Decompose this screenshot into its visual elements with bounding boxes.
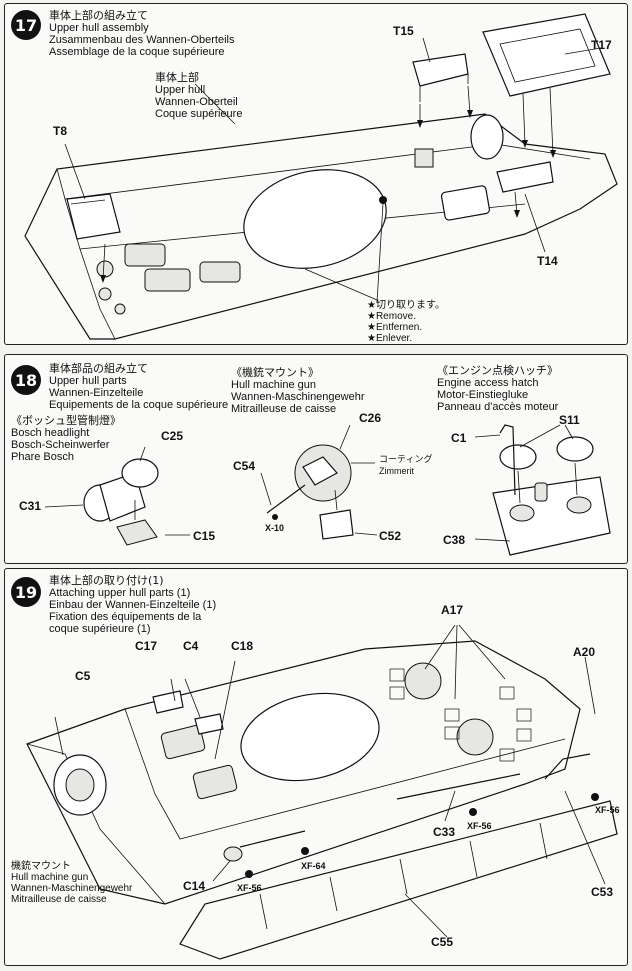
step-19-number: 19 (11, 577, 41, 607)
step-17-number: 17 (11, 10, 41, 40)
bosch-title-jp: 《ボッシュ型管制燈》 (11, 414, 121, 427)
bosch-title-de: Bosch-Scheinwerfer (11, 439, 110, 451)
step-18-panel: 18 車体部品の組み立て Upper hull parts Wannen-Ein… (4, 354, 628, 564)
step-17-title-fr: Assemblage de la coque supérieure (49, 46, 225, 58)
paint-xf56-c: XF-56 (595, 805, 620, 815)
paint-xf64: XF-64 (301, 861, 326, 871)
part-c5: C5 (75, 669, 91, 683)
hatch-title-jp: 《エンジン点検ハッチ》 (437, 364, 558, 377)
mg-title-de: Wannen-Maschinengewehr (231, 391, 365, 403)
step-19-title-de: Einbau der Wannen-Einzelteile (1) (49, 599, 217, 611)
part-c55: C55 (431, 935, 454, 949)
hull-label-jp: 車体上部 (155, 71, 199, 84)
part-c26: C26 (359, 411, 382, 425)
hull-mg-en: Hull machine gun (11, 872, 89, 883)
step-19-title-fr1: Fixation des équipements de la (49, 611, 202, 623)
mg-title: 《機銃マウント》 Hull machine gun Wannen-Maschin… (231, 366, 365, 416)
part-t14: T14 (537, 254, 558, 268)
step-17-title-en: Upper hull assembly (49, 22, 149, 34)
mg-title-en: Hull machine gun (231, 379, 316, 391)
step-18-title: 車体部品の組み立て Upper hull parts Wannen-Einzel… (49, 362, 229, 412)
step-18-number: 18 (11, 365, 41, 395)
paint-xf56-a: XF-56 (237, 883, 262, 893)
step-17-title-de: Zusammenbau des Wannen-Oberteils (49, 34, 235, 46)
part-c15: C15 (193, 529, 216, 543)
step-18-title-en: Upper hull parts (49, 375, 127, 387)
step-18-title-de: Wannen-Einzelteile (49, 387, 144, 399)
upper-hull-drawing (24, 13, 618, 340)
hatch-title-en: Engine access hatch (437, 377, 539, 389)
step-19-drawing (26, 624, 618, 960)
bosch-title-en: Bosch headlight (11, 427, 90, 439)
hatch-title-de: Motor-Einstiegluke (437, 389, 529, 401)
step-18-drawing (44, 424, 611, 556)
part-c52: C52 (379, 529, 402, 543)
remove-note: ★切り取ります。 ★Remove. ★Entfernen. ★Enlever. (367, 300, 445, 344)
zimmerit-label: コーティング Zimmerit (379, 455, 432, 477)
bosch-title-fr: Phare Bosch (11, 451, 74, 463)
remove-note-de: ★Entfernen. (367, 322, 423, 333)
part-c4: C4 (183, 639, 199, 653)
hull-mg-jp: 機銃マウント (11, 861, 71, 872)
remove-note-jp: ★切り取ります。 (367, 300, 445, 311)
hull-label: 車体上部 Upper hull Wannen-Oberteil Coque su… (155, 71, 243, 121)
hull-label-de: Wannen-Oberteil (155, 96, 238, 108)
mg-title-fr: Mitrailleuse de caisse (231, 403, 337, 415)
part-c33: C33 (433, 825, 456, 839)
hull-mg-label: 機銃マウント Hull machine gun Wannen-Maschinen… (11, 861, 132, 905)
part-t8: T8 (53, 124, 68, 138)
step-19-title-en: Attaching upper hull parts (1) (49, 587, 191, 599)
part-c18: C18 (231, 639, 254, 653)
zimmerit-jp: コーティング (379, 455, 433, 465)
part-c1: C1 (451, 431, 467, 445)
hull-mg-fr: Mitrailleuse de caisse (11, 894, 107, 905)
paint-xf56-b: XF-56 (467, 821, 492, 831)
step-19-panel: 19 車体上部の取り付け(1) Attaching upper hull par… (4, 568, 628, 966)
part-c38: C38 (443, 533, 466, 547)
remove-note-fr: ★Enlever. (367, 333, 413, 344)
remove-note-en: ★Remove. (367, 311, 416, 322)
mg-title-jp: 《機銃マウント》 (231, 366, 319, 379)
part-t15: T15 (393, 24, 414, 38)
part-s11: S11 (559, 413, 580, 427)
step-19-title: 車体上部の取り付け(1) Attaching upper hull parts … (49, 574, 217, 636)
part-t17: T17 (591, 38, 612, 52)
step-18-title-jp: 車体部品の組み立て (49, 362, 148, 375)
step-19-title-fr2: coque supérieure (1) (49, 623, 151, 635)
paint-x10: X-10 (265, 523, 285, 533)
hatch-title-fr: Panneau d'accès moteur (437, 401, 559, 413)
part-c54: C54 (233, 459, 256, 473)
hull-mg-de: Wannen-Maschinengewehr (11, 883, 133, 894)
part-c53: C53 (591, 885, 614, 899)
part-c14: C14 (183, 879, 206, 893)
part-c25: C25 (161, 429, 184, 443)
step-17-panel: 17 車体上部の組み立て Upper hull assembly Zusamme… (4, 3, 628, 345)
part-c17: C17 (135, 639, 158, 653)
part-a17: A17 (441, 603, 464, 617)
step-19-title-jp: 車体上部の取り付け(1) (49, 574, 164, 587)
bosch-title: 《ボッシュ型管制燈》 Bosch headlight Bosch-Scheinw… (11, 414, 121, 464)
part-a20: A20 (573, 645, 596, 659)
hatch-title: 《エンジン点検ハッチ》 Engine access hatch Motor-Ei… (437, 364, 559, 414)
zimmerit-en: Zimmerit (379, 466, 414, 476)
part-c31: C31 (19, 499, 42, 513)
step-17-title: 車体上部の組み立て Upper hull assembly Zusammenba… (49, 9, 235, 59)
step-17-title-jp: 車体上部の組み立て (49, 9, 148, 22)
step-18-title-fr: Equipements de la coque supérieure (49, 399, 229, 411)
hull-label-en: Upper hull (155, 84, 206, 96)
hull-label-fr: Coque supérieure (155, 108, 243, 120)
